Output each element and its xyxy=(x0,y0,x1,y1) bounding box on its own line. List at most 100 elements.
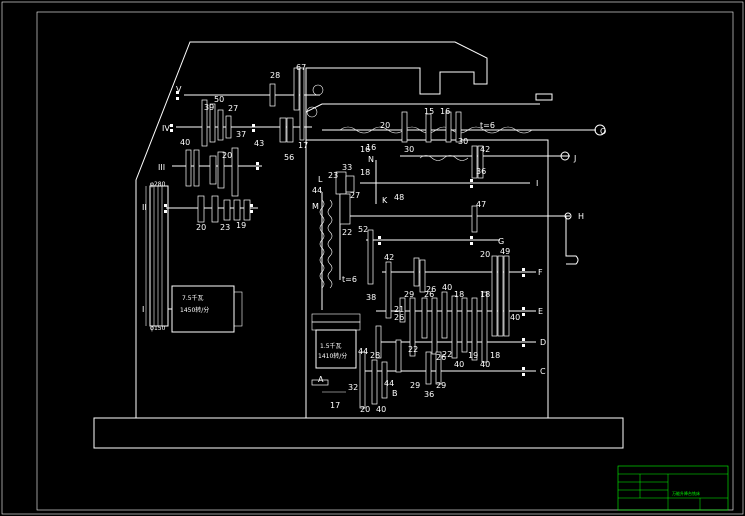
pulley-bottom-label: φ150 xyxy=(150,325,166,332)
shaft-label: J xyxy=(573,154,576,163)
gear-tooth-count: 30 xyxy=(458,137,468,146)
gear-tooth-count: 36 xyxy=(424,390,434,399)
lead-screw-top xyxy=(339,126,533,134)
gear-tooth-count: 56 xyxy=(284,153,294,162)
shaft-label: II xyxy=(142,203,147,212)
gear-tooth-count: 23 xyxy=(328,171,338,180)
gear-tooth-count: 43 xyxy=(254,139,264,148)
machine-body xyxy=(93,41,624,449)
gear-tooth-count: 22 xyxy=(342,228,352,237)
shaft-label: V xyxy=(176,85,182,94)
shaft-label: I xyxy=(536,179,538,188)
gear-tooth-count: 22 xyxy=(408,345,418,354)
gear-tooth-count: 49 xyxy=(500,247,510,256)
gear-tooth-count: 18 xyxy=(360,168,370,177)
gear-tooth-count: 26 xyxy=(426,285,436,294)
title-block: 万能升降台铣床 xyxy=(617,465,729,511)
gear-tooth-count: 50 xyxy=(214,95,224,104)
shaft-label: K xyxy=(382,196,388,205)
feed-motor-speed: 1410转/分 xyxy=(318,352,347,360)
gear-tooth-count: 29 xyxy=(404,290,414,299)
belt-drive xyxy=(145,185,169,327)
gear-tooth-count: 21 xyxy=(394,305,404,314)
shaft-label: III xyxy=(158,163,165,172)
gear-tooth-count: 40 xyxy=(510,313,520,322)
lead-screw-mid xyxy=(419,155,469,161)
gear-tooth-count: 26 xyxy=(436,353,446,362)
gear-tooth-count: 27 xyxy=(228,104,238,113)
gear-tooth-count: 20 xyxy=(360,405,370,414)
shaft-label: N xyxy=(368,155,374,164)
handwheels xyxy=(306,84,606,265)
gear-tooth-count: 18 xyxy=(490,351,500,360)
shaft-label: G xyxy=(498,237,504,246)
gear-tooth-count: 20 xyxy=(222,151,232,160)
shaft-label: I xyxy=(142,305,144,314)
gear-tooth-count: 16 xyxy=(366,143,376,152)
shaft-label: M xyxy=(312,202,319,211)
title-block-name: 万能升降台铣床 xyxy=(672,490,700,496)
gear-tooth-count: 18 xyxy=(454,290,464,299)
bearing-marks xyxy=(164,91,525,376)
shaft-label: H xyxy=(578,212,584,221)
main-motor-power: 7.5千瓦 xyxy=(182,294,204,302)
shaft-label: C xyxy=(540,367,546,376)
gear-tooth-count: 20 xyxy=(196,223,206,232)
gear-tooth-count: 67 xyxy=(296,63,306,72)
gear-tooth-count: 52 xyxy=(358,225,368,234)
main-motor-speed: 1450转/分 xyxy=(180,306,209,314)
gear-tooth-count: 38 xyxy=(366,293,376,302)
gear-tooth-count: 19 xyxy=(468,351,478,360)
gear-tooth-count: 17 xyxy=(298,141,308,150)
base xyxy=(93,417,624,449)
gear-tooth-count: 23 xyxy=(220,223,230,232)
gear-tooth-count: 28 xyxy=(370,351,380,360)
shaft-label: B xyxy=(392,389,398,398)
shaft-label: L xyxy=(318,175,323,184)
gear-tooth-count: 44 xyxy=(358,347,368,356)
gear-tooth-count: 20 xyxy=(380,121,390,130)
gears-feedbox xyxy=(311,111,510,409)
gear-tooth-count: 48 xyxy=(394,193,404,202)
gear-tooth-count: 40 xyxy=(376,405,386,414)
gear-tooth-count: 47 xyxy=(476,200,486,209)
gear-tooth-count: 40 xyxy=(454,360,464,369)
gear-tooth-count: 30 xyxy=(404,145,414,154)
gear-tooth-count: 44 xyxy=(384,379,394,388)
gear-tooth-count: 37 xyxy=(236,130,246,139)
shaft-label: F xyxy=(538,268,543,277)
gear-tooth-count: 16 xyxy=(440,107,450,116)
pulley-top-label: φ280 xyxy=(150,181,166,188)
shaft-label: IV xyxy=(162,124,170,133)
gear-tooth-count: 26 xyxy=(394,313,404,322)
gears-head xyxy=(185,67,305,223)
gear-tooth-count: 33 xyxy=(342,163,352,172)
feed-motor-power: 1.5千瓦 xyxy=(320,342,342,350)
gear-tooth-count: 42 xyxy=(480,145,490,154)
gear-tooth-count: 19 xyxy=(236,221,246,230)
feed-motor xyxy=(311,313,361,369)
pitch-top: t=6 xyxy=(480,121,495,130)
gear-tooth-count: 20 xyxy=(480,250,490,259)
pitch-side: t=6 xyxy=(342,275,357,284)
gear-tooth-count: 36 xyxy=(476,167,486,176)
shaft-label: E xyxy=(538,307,543,316)
gear-tooth-count: 40 xyxy=(480,360,490,369)
gear-tooth-count: 18 xyxy=(480,290,490,299)
shaft-label: D xyxy=(540,338,546,347)
gear-tooth-count: 16 xyxy=(360,145,370,154)
gear-tooth-count: 29 xyxy=(436,381,446,390)
gear-tooth-count: 40 xyxy=(442,283,452,292)
gear-tooth-count: 27 xyxy=(350,191,360,200)
gear-tooth-count: 44 xyxy=(312,186,322,195)
gear-tooth-count: 17 xyxy=(330,401,340,410)
gear-tooth-count: 40 xyxy=(180,138,190,147)
gear-tooth-count: 22 xyxy=(442,350,452,359)
shaft-label: O xyxy=(600,127,606,136)
gear-tooth-count: 29 xyxy=(410,381,420,390)
gear-tooth-count: 26 xyxy=(424,290,434,299)
main-motor xyxy=(168,285,243,333)
shaft-label: A xyxy=(318,375,324,384)
